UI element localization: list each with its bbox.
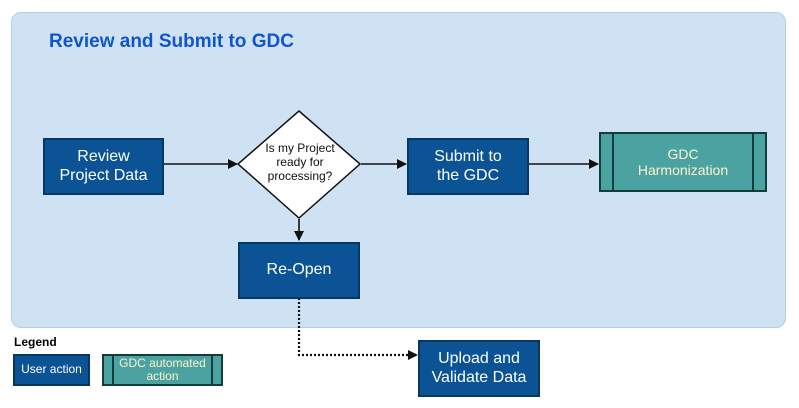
decision-label: Is my Project ready for processing? xyxy=(265,141,335,184)
review-project-data-label: Review Project Data xyxy=(59,148,148,184)
submit-to-gdc-node: Submit to the GDC xyxy=(407,138,529,195)
legend-title: Legend xyxy=(14,335,57,349)
reopen-node: Re-Open xyxy=(238,242,360,299)
upload-validate-node: Upload and Validate Data xyxy=(418,340,540,397)
review-project-data-node: Review Project Data xyxy=(43,138,164,195)
upload-validate-label: Upload and Validate Data xyxy=(431,350,527,386)
legend-user-action-label: User action xyxy=(21,362,82,377)
gdc-harmonization-node: GDC Harmonization xyxy=(599,132,767,192)
dotted-arrow-reopen-to-upload xyxy=(297,298,418,360)
panel-title: Review and Submit to GDC xyxy=(49,31,294,52)
legend-gdc-automated-action: GDC automated action xyxy=(102,354,223,386)
legend-user-action: User action xyxy=(13,354,90,386)
decision-diamond xyxy=(236,110,362,220)
legend-gdc-automated-action-label: GDC automated action xyxy=(119,356,206,383)
gdc-harmonization-label: GDC Harmonization xyxy=(637,145,729,178)
reopen-label: Re-Open xyxy=(266,261,332,279)
submit-to-gdc-label: Submit to the GDC xyxy=(434,148,502,184)
